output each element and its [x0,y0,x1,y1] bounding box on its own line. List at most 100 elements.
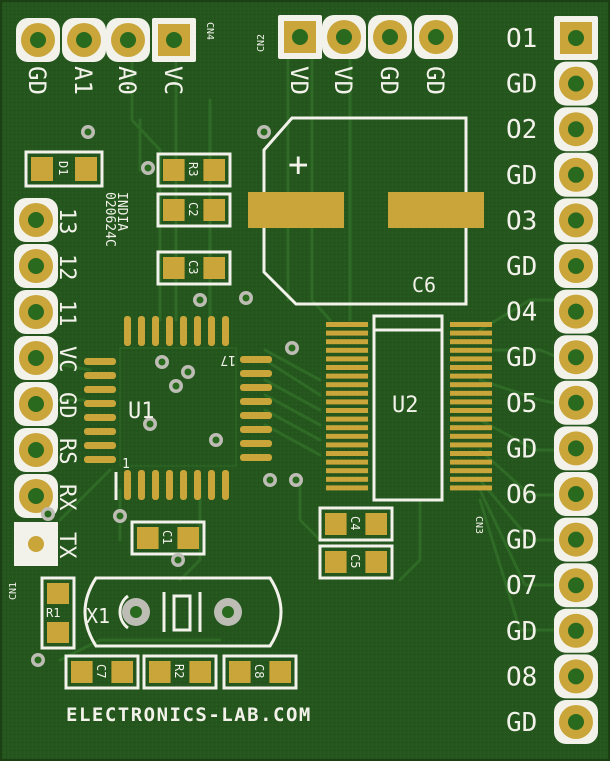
cn3-label-7: GD [506,343,537,373]
r3-label-group: R3 [186,162,200,176]
cn3-label-5: GD [506,252,537,282]
c5-label-group: C5 [348,554,362,568]
cn1-label-5: RS [54,438,79,465]
cn3-label-13: GD [506,617,537,647]
cn2-label-2-group: GD [375,66,403,95]
text-labels: ELECTRONICS-LAB.COM 020624C INDIA U1 U2 … [8,22,537,738]
u1-pin-bottom [222,470,229,500]
cn1-pin-2 [14,290,58,334]
u1-pin-left [84,456,116,463]
u1-pin-left [84,428,116,435]
u1-pin-bottom [124,470,131,500]
u2-pin-left [326,408,368,413]
via-hole [212,436,220,444]
cn1-label-2: 11 [54,300,79,327]
pin1-marker: 1 [122,457,130,472]
c3-outline [156,250,232,286]
cn2-ref: CN2 [256,34,267,52]
cn3-pin-14-hole [568,668,584,685]
cn2-label-3: GD [421,66,449,95]
u1-pin-top [194,316,201,346]
cn3-ref: CN3 [473,516,484,534]
via-hole [172,382,180,390]
cn1-pin-4 [14,382,58,426]
r1-outline [40,576,76,650]
u1-pin-right [240,426,272,433]
d1-label-group: D1 [56,161,70,175]
cn1-ref: CN1 [8,582,19,600]
cn2-label-1: VD [329,66,357,95]
c4-pad-a [325,513,347,535]
c2-label-group: C2 [186,202,200,216]
u2-pin-right [450,399,492,405]
cn3-pin-9 [554,426,598,471]
u1-pin-left [84,372,116,379]
c8-label-group: C8 [252,664,266,678]
u2-pin-left [326,382,368,388]
cn3-pin-5-hole [568,258,584,274]
cn1-pin-5 [14,428,58,472]
u1-pin-left [84,442,116,449]
u2-pin-right [450,330,492,336]
u2-pin-left [326,433,368,439]
via-hole [174,556,182,564]
cn3-pin-9-hole [568,440,584,457]
u1-pin-right [240,412,272,419]
u2-pin-right [450,356,492,362]
cn3-pin-1-hole [568,75,584,92]
u2-pin-left [326,390,368,396]
cn3-pin-6 [554,289,598,334]
u1-pin-top [208,316,215,346]
cn3-pin-0 [554,16,598,60]
u1-pin-left [84,386,116,393]
c3-pad-b [203,257,225,279]
footer-text: ELECTRONICS-LAB.COM [66,704,312,726]
c4-label: C4 [348,516,362,530]
c7-label-group: C7 [94,664,108,678]
u2-pin-right [450,433,492,439]
cn3-label-1: GD [506,70,537,100]
c4-pad-b [365,513,387,535]
cn1-label-7: TX [54,532,79,559]
cn1-pin-2-hole [28,304,44,320]
u2-pin-right [450,459,492,465]
cn1-label-2-group: 11 [54,300,79,327]
cn4-label-3: VC [159,66,187,95]
u1-pin-left [84,414,116,421]
d1-pad-b [75,157,97,181]
cn3-label-10: O6 [506,480,537,510]
u2-pin-right [450,373,492,379]
via-hole [288,344,296,352]
u2-pin-right [450,408,492,413]
u2-pin-right [450,365,492,370]
cn3-label-9: GD [506,434,537,464]
cn3-pin-11 [554,517,598,562]
via-hole [158,358,166,366]
u2-pin-left [326,468,368,474]
cn4-pin-0-hole [30,32,46,48]
cn3-pin-12 [554,563,598,608]
c2-pad-b [203,199,225,221]
u2-pin-left [326,356,368,362]
cn3-label-0: O1 [506,24,537,54]
cn1-label-1: 12 [54,254,79,281]
u1-pin-left [84,400,116,407]
via-hole [44,510,52,518]
cn2-pin-2-hole [382,29,398,45]
u1-pin-right [240,384,272,391]
r3-pad-b [203,159,225,181]
cn3-pin-8 [554,380,598,425]
u2-pin-left [326,347,368,353]
cn3-pin-13 [554,608,598,653]
u1-pin-right [240,356,272,363]
u2-pin-left [326,442,368,448]
r2-pad-a [149,661,171,683]
via-hole [266,476,274,484]
c1-label: C1 [160,530,174,544]
c1-outline [130,520,206,556]
u1-pin-top [222,316,229,346]
u2-pin-left [326,459,368,465]
cn3-pin-1 [554,61,598,106]
